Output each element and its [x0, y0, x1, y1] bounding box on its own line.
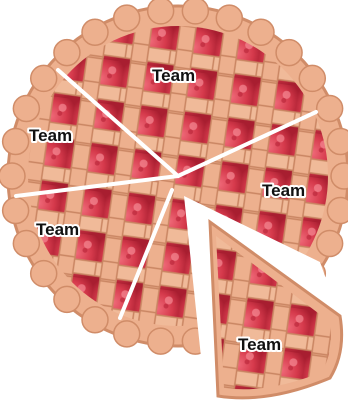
slice-label-top: Team: [152, 66, 195, 85]
crust-scallop: [327, 128, 348, 154]
crust-scallop: [3, 128, 29, 154]
crust-scallop: [3, 198, 29, 224]
crust-scallop: [182, 0, 208, 24]
crust-scallop: [54, 286, 80, 312]
crust-scallop: [13, 95, 39, 121]
crust-scallop: [31, 65, 57, 91]
crust-scallop: [82, 307, 108, 333]
crust-scallop: [299, 65, 325, 91]
crust-scallop: [148, 328, 174, 354]
slice-label-lower-left: Team: [36, 220, 79, 239]
slice-label-upper-left: Team: [29, 126, 72, 145]
crust-scallop: [0, 163, 25, 189]
crust-scallop: [276, 40, 302, 66]
crust-scallop: [82, 19, 108, 45]
crust-scallop: [317, 95, 343, 121]
crust-scallop: [114, 5, 140, 31]
crust-scallop: [216, 5, 242, 31]
crust-scallop: [248, 19, 274, 45]
crust-scallop: [148, 0, 174, 24]
crust-scallop: [327, 198, 348, 224]
slice-label-right: Team: [262, 181, 305, 200]
crust-scallop: [317, 231, 343, 257]
crust-scallop: [31, 261, 57, 287]
crust-scallop: [54, 40, 80, 66]
slice-label-separated: Team: [238, 335, 281, 354]
crust-scallop: [114, 321, 140, 347]
